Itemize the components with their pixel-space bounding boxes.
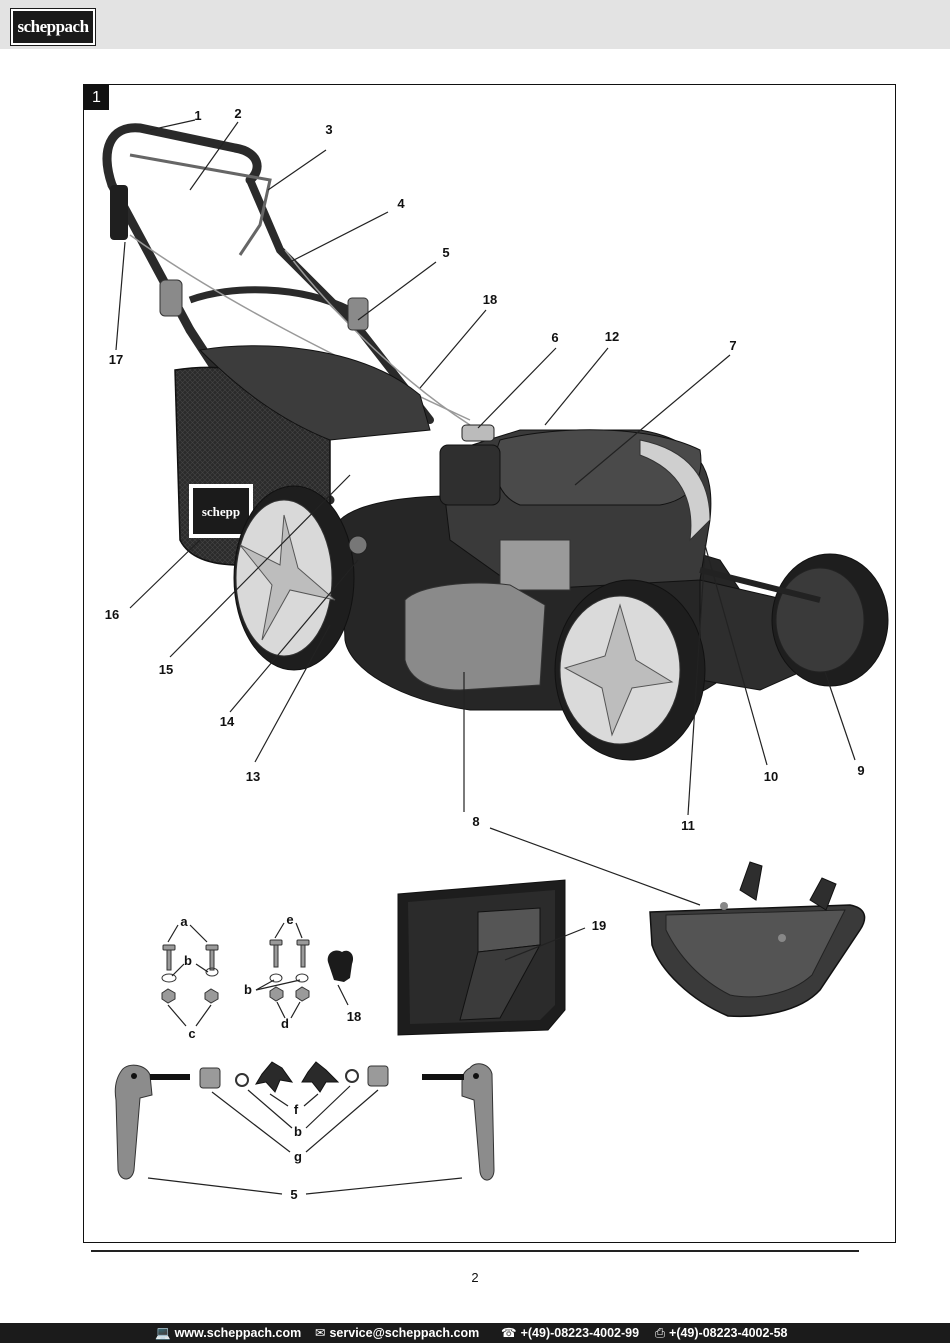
mulch-insert-illustration: 19 (397, 879, 606, 1036)
mail-icon: ✉ (315, 1326, 326, 1340)
callout-label: 17 (109, 352, 123, 367)
footer-bar: 💻www.scheppach.com ✉service@scheppach.co… (0, 1323, 950, 1343)
hardware-illustration: a b c e b d 18 (161, 912, 361, 1041)
callout-label: 5 (290, 1187, 297, 1202)
callout-label: 13 (246, 769, 260, 784)
callout-label: 7 (729, 338, 736, 353)
callout-label: 5 (442, 245, 449, 260)
callout-label: 9 (857, 763, 864, 778)
computer-icon: 💻 (155, 1326, 171, 1340)
page-number: 2 (471, 1270, 479, 1285)
footer-phone: ☎+(49)-08223-4002-99 (501, 1326, 640, 1340)
callout-label: b (244, 982, 252, 997)
callout-label: 15 (159, 662, 173, 677)
telephone-icon: ☎ (501, 1326, 517, 1340)
callout-label: 16 (105, 607, 119, 622)
callout-label: b (184, 953, 192, 968)
callout-label: 8 (472, 814, 479, 829)
footer-website[interactable]: 💻www.scheppach.com (155, 1326, 302, 1340)
figure-frame (83, 84, 896, 1243)
bottom-rule (91, 1250, 859, 1252)
callout-label: g (294, 1149, 302, 1164)
callout-label: e (286, 912, 293, 927)
callout-label: b (294, 1124, 302, 1139)
callout-label: 18 (347, 1009, 361, 1024)
callout-label: 14 (220, 714, 235, 729)
side-deflector-illustration (649, 861, 866, 1018)
callout-label: 4 (397, 196, 405, 211)
callout-label: 11 (681, 818, 695, 833)
callout-label: 1 (194, 108, 201, 123)
svg-text:schepp: schepp (202, 504, 240, 519)
callout-label: f (294, 1102, 299, 1117)
callout-label: 3 (325, 122, 332, 137)
callout-label: 6 (551, 330, 558, 345)
callout-label: 18 (483, 292, 497, 307)
main-callouts: 1 2 3 4 5 18 6 12 7 17 16 15 14 13 8 11 … (105, 106, 865, 833)
lever-parts-illustration: f b g 5 (114, 1061, 495, 1202)
callout-label: 2 (234, 106, 241, 121)
callout-label: a (180, 914, 188, 929)
scheppach-logo: scheppach (10, 8, 96, 46)
main-leader-lines (115, 119, 856, 906)
fax-icon: ⎙ (655, 1326, 666, 1340)
callout-label: c (188, 1026, 195, 1041)
callout-label: d (281, 1016, 289, 1031)
callout-label: 19 (592, 918, 606, 933)
footer-email[interactable]: ✉service@scheppach.com (315, 1326, 480, 1340)
footer-fax: ⎙+(49)-08223-4002-58 (655, 1326, 788, 1340)
header-bar: scheppach (0, 0, 950, 49)
callout-label: 10 (764, 769, 778, 784)
lawnmower-illustration: schepp (102, 123, 889, 761)
figure-number: 1 (84, 85, 109, 110)
callout-label: 12 (605, 329, 619, 344)
